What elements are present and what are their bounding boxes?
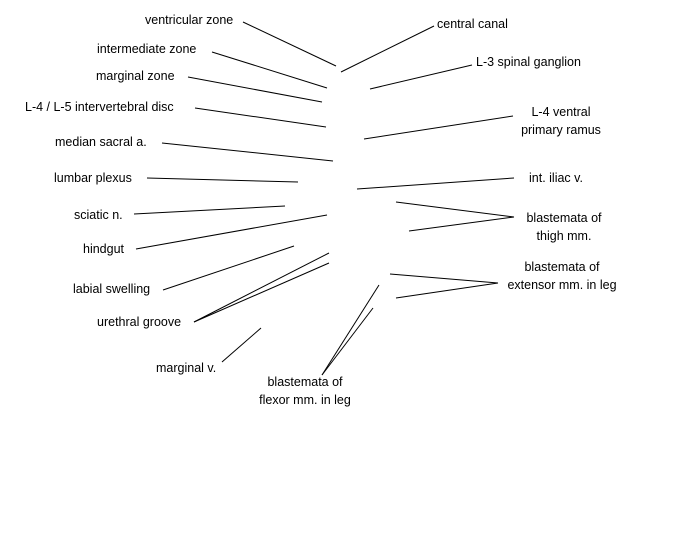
label-central-canal: central canal xyxy=(437,17,508,31)
leader-int-iliac-v xyxy=(356,177,515,190)
label-blastemata-flexor-line2: flexor mm. in leg xyxy=(259,393,351,407)
leader-blastemata-flexor-b xyxy=(321,307,374,376)
label-int-iliac-v: int. iliac v. xyxy=(529,171,583,185)
leader-intervertebral-disc xyxy=(194,107,327,128)
label-marginal-zone: marginal zone xyxy=(96,69,175,83)
leader-intermediate-zone xyxy=(211,51,328,89)
label-hindgut: hindgut xyxy=(83,242,125,256)
label-intermediate-zone: intermediate zone xyxy=(97,42,197,56)
label-l4-ventral-primary-ramus-line1: L-4 ventral xyxy=(531,105,591,119)
leader-hindgut xyxy=(135,214,328,250)
label-l4-ventral-primary-ramus-line2: primary ramus xyxy=(521,123,601,137)
leader-ventricular-zone xyxy=(242,21,337,67)
label-blastemata-flexor: blastemata of flexor mm. in leg xyxy=(252,373,358,409)
leader-urethral-groove-b xyxy=(193,262,330,323)
leader-marginal-v xyxy=(221,327,262,363)
label-urethral-groove: urethral groove xyxy=(97,315,182,329)
leader-urethral-groove-a xyxy=(193,252,330,323)
leader-blastemata-extensor-a xyxy=(389,273,499,284)
leader-blastemata-thigh-b xyxy=(408,216,515,232)
label-blastemata-extensor-line1: blastemata of xyxy=(524,260,600,274)
leader-median-sacral-a xyxy=(161,142,334,162)
label-lumbar-plexus: lumbar plexus xyxy=(54,171,132,185)
label-blastemata-thigh-line2: thigh mm. xyxy=(536,229,592,243)
label-blastemata-thigh-line1: blastemata of xyxy=(526,211,602,225)
label-l3-spinal-ganglion: L-3 spinal ganglion xyxy=(476,55,581,69)
label-blastemata-thigh: blastemata of thigh mm. xyxy=(516,209,612,245)
label-l4-ventral-primary-ramus: L-4 ventral primary ramus xyxy=(513,103,609,139)
leader-sciatic-n xyxy=(133,205,286,215)
leader-blastemata-thigh-a xyxy=(395,201,515,218)
label-median-sacral-a: median sacral a. xyxy=(55,135,147,149)
label-blastemata-flexor-line1: blastemata of xyxy=(267,375,343,389)
label-marginal-v: marginal v. xyxy=(156,361,217,375)
label-intervertebral-disc: L-4 / L-5 intervertebral disc xyxy=(25,100,174,114)
leader-marginal-zone xyxy=(187,76,323,103)
leader-l3-spinal-ganglion xyxy=(369,64,473,90)
leader-labial-swelling xyxy=(162,245,295,291)
leader-l4-ventral-ramus xyxy=(363,115,514,140)
leader-lumbar-plexus xyxy=(146,177,299,183)
leader-central-canal xyxy=(340,25,435,73)
label-labial-swelling: labial swelling xyxy=(73,282,151,296)
label-blastemata-extensor: blastemata of extensor mm. in leg xyxy=(498,258,626,294)
leader-blastemata-extensor-b xyxy=(395,282,499,299)
label-ventricular-zone: ventricular zone xyxy=(145,13,234,27)
label-blastemata-extensor-line2: extensor mm. in leg xyxy=(507,278,617,292)
label-sciatic-n: sciatic n. xyxy=(74,208,123,222)
leader-blastemata-flexor-a xyxy=(321,284,380,376)
